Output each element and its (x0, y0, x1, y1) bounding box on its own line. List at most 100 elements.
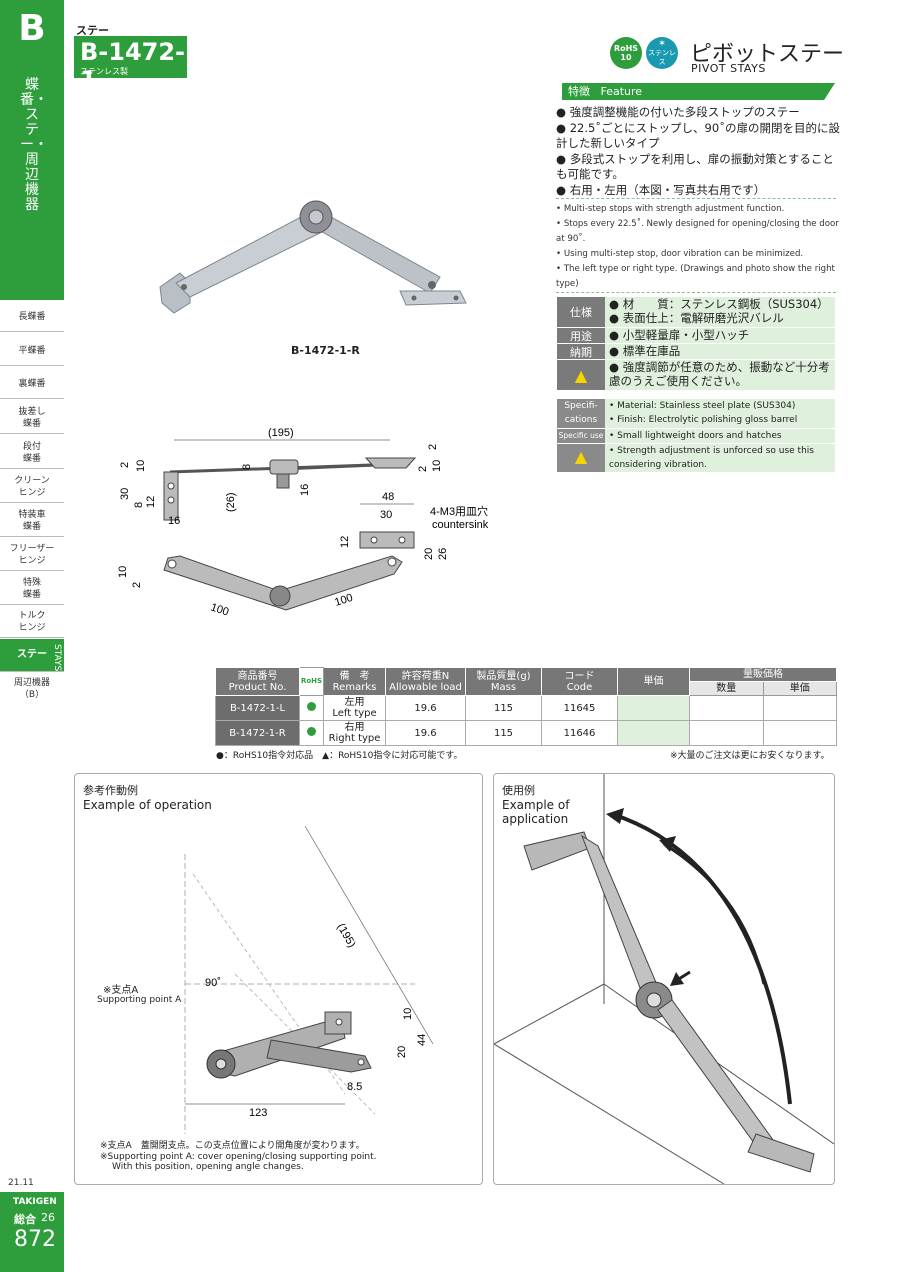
section-vertical-title: 蝶番・ステー・周辺機器 (20, 77, 48, 213)
dim-100-right: 100 (333, 592, 354, 609)
dim-100-left: 100 (209, 601, 230, 618)
nav-item-freezer-hinge[interactable]: フリーザー ヒンジ (0, 539, 64, 571)
nav-item-special-hinge[interactable]: 特殊 蝶番 (0, 573, 64, 605)
nav-item-flat-hinge[interactable]: 平蝶番 (0, 336, 64, 366)
star-icon: ✶ (658, 38, 666, 49)
nav-stays-label: ステー (17, 649, 47, 660)
cell-product: B-1472-1-R (215, 720, 300, 746)
cell-qty (689, 720, 764, 746)
bulk-order-note: ※大量のご注文は更にお安くなります。 (670, 751, 830, 761)
op-dim-195: (195) (334, 922, 357, 950)
nav-item-stays-active[interactable]: ステー STAYS (0, 639, 64, 672)
dim-30: 30 (119, 488, 131, 500)
rohs-note: ●：RoHS10指令対応品 ▲：RoHS10指令に対応可能です。 (216, 751, 463, 761)
feature-list-en: • Multi-step stops with strength adjustm… (556, 202, 841, 292)
lid-edge (494, 1043, 725, 1184)
operation-title-jp: 参考作動例 (83, 784, 138, 797)
dim-26-bracket: 26 (437, 548, 449, 560)
photo-hole (411, 295, 417, 301)
dim-26: (26) (225, 492, 237, 512)
th-unit: 単価 (762, 681, 837, 696)
delivery-value: ● 標準在庫品 (605, 344, 835, 359)
photo-hole (453, 295, 459, 301)
catalog-label: 総合 (14, 1213, 36, 1226)
feature-item-en: • The left type or right type. (Drawings… (556, 264, 835, 289)
side-pivot-bolt (276, 473, 290, 489)
catalog-number: 26 (41, 1211, 55, 1224)
plan-hole (167, 559, 177, 569)
nav-item-long-hinge[interactable]: 長蝶番 (0, 302, 64, 332)
stainless-badge-label: ステンレス (648, 48, 676, 66)
model-material: ステンレス製 (80, 67, 128, 76)
side-pivot (269, 459, 299, 475)
op-hole (357, 1058, 365, 1066)
photo-pivot-screw (308, 209, 324, 225)
spec-en-row-use: Specific use • Small lightweight doors a… (557, 429, 835, 443)
photo-caption: B-1472-1-R (291, 344, 360, 357)
dim-16-left: 16 (168, 515, 180, 527)
application-title-en-1: Example of (502, 798, 570, 812)
side-bracket-left (163, 471, 179, 521)
nav-item-liftoff-hinge[interactable]: 抜差し 蝶番 (0, 402, 64, 434)
dim-10-left: 10 (135, 460, 147, 472)
application-title-jp: 使用例 (502, 784, 535, 797)
bracket-hole (370, 536, 378, 544)
feature-item-jp: ● 22.5˚ごとにストップし、90˚の扉の開閉を目的に設計した新しいタイプ (556, 120, 840, 151)
feature-list-jp: ● 強度調整機能の付いた多段ストップのステー ● 22.5˚ごとにストップし、9… (556, 105, 841, 198)
feature-item-en: • Stops every 22.5˚. Newly designed for … (556, 219, 839, 244)
issue-date: 21.11 (8, 1178, 34, 1188)
dim-12-bracket: 12 (339, 536, 351, 548)
support-point-en: Supporting point A (97, 995, 182, 1005)
delivery-label: 納期 (557, 344, 605, 359)
op-dim-10: 10 (402, 1008, 414, 1020)
hole-note-jp: 4-M3用皿穴 (430, 504, 488, 518)
spec-values: ● 材 質：ステンレス鋼板（SUS304） ● 表面仕上：電解研磨光沢バレル (605, 297, 835, 327)
dim-2-plan: 2 (131, 582, 143, 588)
nav-item-back-hinge[interactable]: 裏蝶番 (0, 369, 64, 399)
bracket-hole (167, 496, 175, 504)
op-dim-8-5: 8.5 (347, 1081, 362, 1093)
operation-note: ※支点A 蓋開閉支点。この支点位置により開角度が変わります。 (100, 1141, 365, 1151)
nav-item-vehicle-hinge[interactable]: 特装車 蝶番 (0, 505, 64, 537)
plan-pivot (269, 585, 291, 607)
cell-mass: 115 (465, 695, 542, 721)
spec-row-use: 用途 ● 小型軽量扉・小型ハッチ (557, 328, 835, 343)
plan-arm-left (163, 555, 287, 607)
support-point-jp: ※支点A (103, 985, 139, 996)
feature-heading: 特徴 Feature (562, 83, 835, 100)
op-arm-lower (266, 1039, 372, 1073)
nav-item-clean-hinge[interactable]: クリーン ヒンジ (0, 471, 64, 503)
spec-en-values: • Material: Stainless steel plate (SUS30… (605, 399, 835, 428)
use-value: ● 小型軽量扉・小型ハッチ (605, 328, 835, 343)
cell-product: B-1472-1-L (215, 695, 300, 721)
th-rohs: RoHS (299, 667, 324, 696)
open-arm-ghost (192, 873, 346, 1095)
application-illustration (494, 774, 834, 1184)
brand-name: TAKIGEN (13, 1197, 57, 1207)
nav-item-offset-hinge[interactable]: 段付 蝶番 (0, 437, 64, 469)
page-title-jp: ピボットステー (690, 42, 845, 67)
application-example-panel: 使用例 Example of application (493, 773, 835, 1185)
nav-item-torque-hinge[interactable]: トルク ヒンジ (0, 606, 64, 638)
arrowhead (659, 836, 676, 852)
divider (556, 198, 836, 199)
rohs-badge-label: RoHS (613, 44, 639, 53)
arrowhead (670, 972, 684, 986)
spec-en-row-warning: ▲ • Strength adjustment is unforced so u… (557, 444, 835, 472)
dim-2-left: 2 (119, 462, 131, 468)
page-number: 872 (14, 1227, 56, 1252)
dim-10-right: 10 (431, 460, 443, 472)
nav-item-peripherals[interactable]: 周辺機器 （B） (13, 678, 50, 700)
dim-20: 20 (423, 548, 435, 560)
rohs-badge: RoHS 10 (610, 37, 642, 69)
cabinet-edge (494, 983, 605, 1045)
dim-8: 8 (241, 464, 253, 470)
operation-notes: ※支点A 蓋開閉支点。この支点位置により開角度が変わります。 ※Supporti… (100, 1141, 376, 1173)
section-letter: B (18, 8, 46, 49)
plan-hole (387, 557, 397, 567)
dim-12: 12 (145, 496, 157, 508)
